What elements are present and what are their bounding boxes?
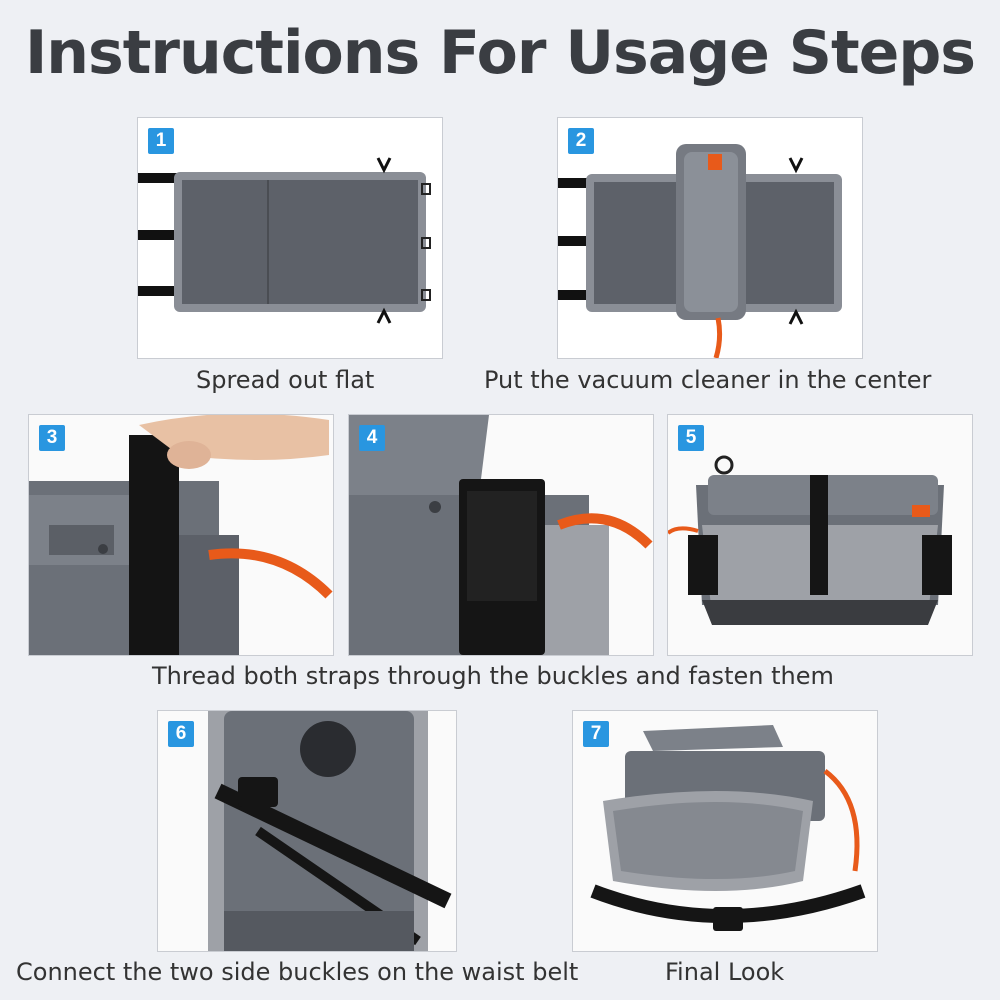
step-1-panel: 1 [137,117,443,359]
step-badge: 3 [39,425,65,451]
page-title: Instructions For Usage Steps [24,18,976,88]
strap-pull-illustration [29,415,333,655]
step-3-panel: 3 [28,414,334,656]
step-badge: 7 [583,721,609,747]
step-badge: 5 [678,425,704,451]
step-7-panel: 7 [572,710,878,952]
step-4-panel: 4 [348,414,654,656]
step-6-caption: Connect the two side buckles on the wais… [16,958,579,986]
strapped-bag-illustration [668,415,972,655]
step-badge: 6 [168,721,194,747]
step-6-panel: 6 [157,710,457,952]
step-badge: 4 [359,425,385,451]
final-look-illustration [573,711,877,951]
step-2-panel: 2 [557,117,863,359]
step-badge: 2 [568,128,594,154]
step-badge: 1 [148,128,174,154]
strap-fastened-illustration [349,415,653,655]
folded-mat-illustration [138,157,431,324]
side-buckle-illustration [158,711,456,951]
step-1-caption: Spread out flat [196,366,375,394]
vacuum-on-mat-illustration [558,144,842,358]
steps-3-5-caption: Thread both straps through the buckles a… [152,662,834,690]
step-7-caption: Final Look [665,958,785,986]
step-2-caption: Put the vacuum cleaner in the center [484,366,932,394]
step-5-panel: 5 [667,414,973,656]
